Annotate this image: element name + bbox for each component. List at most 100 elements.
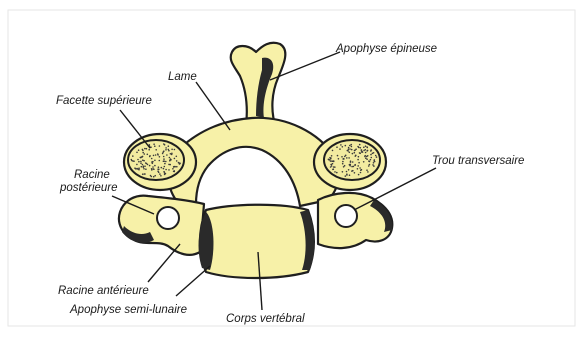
stipple-dot (142, 164, 144, 166)
stipple-dot (342, 146, 344, 148)
stipple-dot (365, 152, 367, 154)
leader-apophyse-semi-lunaire (176, 266, 210, 296)
stipple-dot (169, 157, 171, 159)
stipple-dot (144, 165, 146, 167)
stipple-dot (361, 151, 363, 153)
stipple-dot (357, 159, 359, 161)
stipple-dot (136, 164, 138, 166)
stipple-dot (137, 168, 139, 170)
stipple-dot (165, 147, 167, 149)
stipple-dot (142, 156, 144, 158)
stipple-dot (359, 167, 361, 169)
stipple-dot (376, 156, 378, 158)
stipple-dot (344, 156, 346, 158)
stipple-dot (342, 161, 344, 163)
stipple-dot (159, 156, 161, 158)
stipple-dot (131, 160, 133, 162)
stipple-dot (332, 163, 334, 165)
stipple-dot (340, 144, 342, 146)
stipple-dot (140, 161, 142, 163)
stipple-dot (140, 162, 142, 164)
stipple-dot (342, 171, 344, 173)
stipple-dot (373, 162, 375, 164)
stipple-dot (331, 155, 333, 157)
stipple-dot (163, 160, 165, 162)
stipple-dot (328, 159, 330, 161)
stipple-dot (160, 175, 162, 177)
label-trou-transversaire: Trou transversaire (432, 155, 524, 167)
stipple-dot (341, 156, 343, 158)
stipple-dot (373, 152, 375, 154)
stipple-dot (151, 158, 153, 160)
stipple-dot (339, 148, 341, 150)
label-facette-superieure: Facette supérieure (56, 95, 152, 107)
stipple-dot (162, 151, 164, 153)
stipple-dot (354, 172, 356, 174)
stipple-dot (174, 149, 176, 151)
stipple-dot (154, 175, 156, 177)
stipple-dot (164, 163, 166, 165)
stipple-dot (163, 143, 165, 145)
stipple-dot (148, 149, 150, 151)
stipple-dot (145, 162, 147, 164)
stipple-dot (136, 152, 138, 154)
stipple-dot (352, 170, 354, 172)
stipple-dot (153, 143, 155, 145)
stipple-dot (179, 163, 181, 165)
stipple-dot (157, 153, 159, 155)
leader-racine-anterieure (148, 244, 180, 282)
stipple-dot (354, 164, 356, 166)
stipple-dot (163, 158, 165, 160)
stipple-dot (168, 150, 170, 152)
stipple-dot (170, 153, 172, 155)
stipple-dot (158, 166, 160, 168)
stipple-dot (159, 145, 161, 147)
stipple-dot (351, 149, 353, 151)
stipple-dot (151, 169, 153, 171)
stipple-dot (357, 146, 359, 148)
stipple-dot (144, 148, 146, 150)
stipple-dot (178, 162, 180, 164)
stipple-dot (144, 153, 146, 155)
stipple-dot (152, 168, 154, 170)
stipple-dot (334, 171, 336, 173)
stipple-dot (174, 170, 176, 172)
leader-lame (196, 82, 230, 130)
stipple-dot (159, 173, 161, 175)
right-transverse-foramen (335, 205, 357, 227)
stipple-dot (171, 149, 173, 151)
stipple-dot (173, 166, 175, 168)
stipple-dot (176, 166, 178, 168)
stipple-dot (163, 168, 165, 170)
stipple-dot (345, 145, 347, 147)
stipple-dot (375, 155, 377, 157)
stipple-dot (141, 166, 143, 168)
label-corps-vertebral: Corps vertébral (226, 313, 305, 325)
stipple-dot (134, 167, 136, 169)
stipple-dot (360, 147, 362, 149)
stipple-dot (168, 164, 170, 166)
stipple-dot (168, 145, 170, 147)
stipple-dot (345, 175, 347, 177)
stipple-dot (358, 156, 360, 158)
stipple-dot (142, 173, 144, 175)
stipple-dot (164, 166, 166, 168)
stipple-dot (142, 152, 144, 154)
stipple-dot (140, 157, 142, 159)
stipple-dot (370, 159, 372, 161)
stipple-dot (358, 162, 360, 164)
stipple-dot (143, 165, 145, 167)
stipple-dot (344, 165, 346, 167)
stipple-dot (138, 161, 140, 163)
stipple-dot (336, 146, 338, 148)
stipple-dot (165, 169, 167, 171)
label-lame: Lame (168, 71, 197, 83)
stipple-dot (363, 147, 365, 149)
stipple-dot (369, 164, 371, 166)
stipple-dot (158, 172, 160, 174)
stipple-dot (146, 148, 148, 150)
stipple-dot (352, 161, 354, 163)
stipple-dot (370, 154, 372, 156)
stipple-dot (350, 144, 352, 146)
stipple-dot (367, 171, 369, 173)
